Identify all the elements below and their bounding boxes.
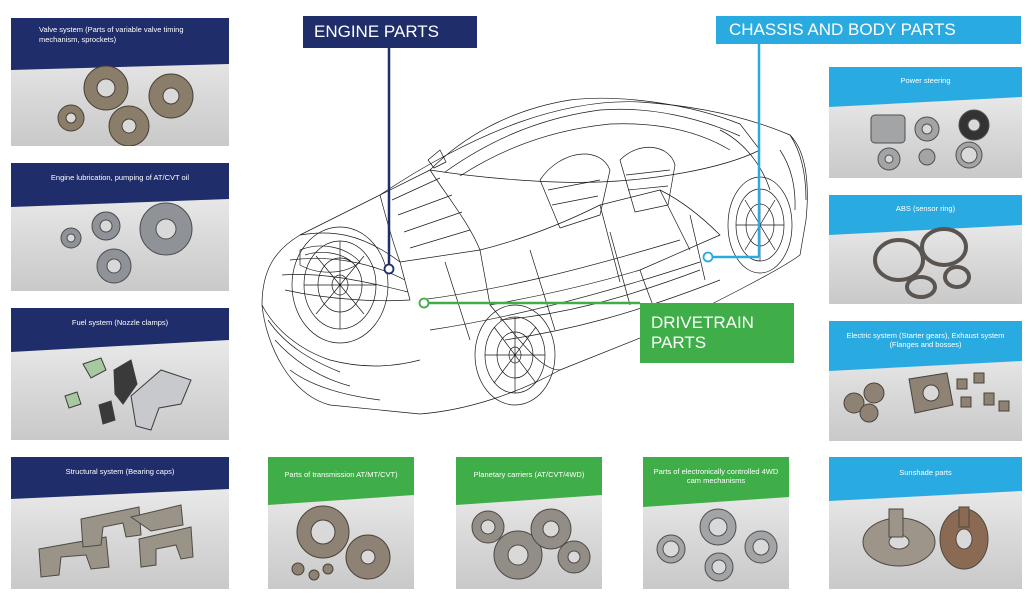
card-sunshade-header: Sunshade parts [829, 457, 1022, 489]
card-electric-exhaust: Electric system (Starter gears), Exhaust… [829, 321, 1022, 441]
engine-parts-label: ENGINE PARTS [314, 22, 440, 41]
card-valve-header: Valve system (Parts of variable valve ti… [11, 18, 229, 51]
card-structural-system: Structural system (Bearing caps) [11, 457, 229, 589]
card-transmission: Parts of transmission AT/MT/CVT) [268, 457, 414, 589]
planetary-parts-image [456, 493, 602, 580]
card-planetary-carriers: Planetary carriers (AT/CVT/4WD) [456, 457, 602, 589]
card-fuel-header: Fuel system (Nozzle clamps) [11, 308, 229, 338]
drivetrain-label-line2: PARTS [651, 333, 707, 352]
chassis-body-title: CHASSIS AND BODY PARTS [716, 16, 1021, 44]
lubrication-parts-image [11, 193, 229, 284]
card-structural-label: Structural system (Bearing caps) [65, 467, 175, 477]
card-transmission-header: Parts of transmission AT/MT/CVT) [268, 457, 414, 493]
card-lubrication-header: Engine lubrication, pumping of AT/CVT oi… [11, 163, 229, 193]
card-power-steering: Power steering [829, 67, 1022, 178]
card-valve-label: Valve system (Parts of variable valve ti… [39, 25, 184, 44]
abs-parts-image [829, 223, 1022, 299]
engine-parts-title: ENGINE PARTS [303, 16, 477, 48]
steering-parts-image [829, 95, 1022, 171]
card-abs-label: ABS (sensor ring) [895, 204, 956, 214]
card-valve-system: Valve system (Parts of variable valve ti… [11, 18, 229, 146]
chassis-body-label: CHASSIS AND BODY PARTS [729, 20, 956, 39]
transmission-parts-image [268, 493, 414, 581]
card-4wd-header: Parts of electronically controlled 4WD c… [643, 457, 789, 495]
fuel-parts-image [11, 338, 229, 431]
card-electric-header: Electric system (Starter gears), Exhaust… [829, 321, 1022, 359]
4wd-parts-image [643, 495, 789, 582]
card-sunshade: Sunshade parts [829, 457, 1022, 589]
sunshade-parts-image [829, 489, 1022, 570]
card-steering-label: Power steering [900, 76, 951, 86]
valve-parts-image [11, 51, 229, 146]
chassis-marker [702, 251, 714, 263]
card-lubrication-label: Engine lubrication, pumping of AT/CVT oi… [50, 173, 190, 183]
card-fuel-system: Fuel system (Nozzle clamps) [11, 308, 229, 440]
drivetrain-marker [418, 297, 430, 309]
engine-marker [383, 263, 395, 275]
card-steering-header: Power steering [829, 67, 1022, 95]
card-engine-lubrication: Engine lubrication, pumping of AT/CVT oi… [11, 163, 229, 291]
card-abs: ABS (sensor ring) [829, 195, 1022, 304]
electric-parts-image [829, 359, 1022, 423]
card-planetary-header: Planetary carriers (AT/CVT/4WD) [456, 457, 602, 493]
card-electronic-4wd: Parts of electronically controlled 4WD c… [643, 457, 789, 589]
drivetrain-title: DRIVETRAIN PARTS [640, 303, 794, 363]
card-electric-label: Electric system (Starter gears), Exhaust… [846, 330, 1005, 350]
card-transmission-label: Parts of transmission AT/MT/CVT) [284, 470, 398, 480]
structural-parts-image [11, 487, 229, 578]
card-structural-header: Structural system (Bearing caps) [11, 457, 229, 487]
card-sunshade-label: Sunshade parts [899, 468, 952, 478]
drivetrain-label-line1: DRIVETRAIN [651, 313, 754, 332]
card-4wd-label: Parts of electronically controlled 4WD c… [653, 466, 779, 486]
card-fuel-label: Fuel system (Nozzle clamps) [71, 318, 169, 328]
card-planetary-label: Planetary carriers (AT/CVT/4WD) [473, 470, 585, 480]
card-abs-header: ABS (sensor ring) [829, 195, 1022, 223]
